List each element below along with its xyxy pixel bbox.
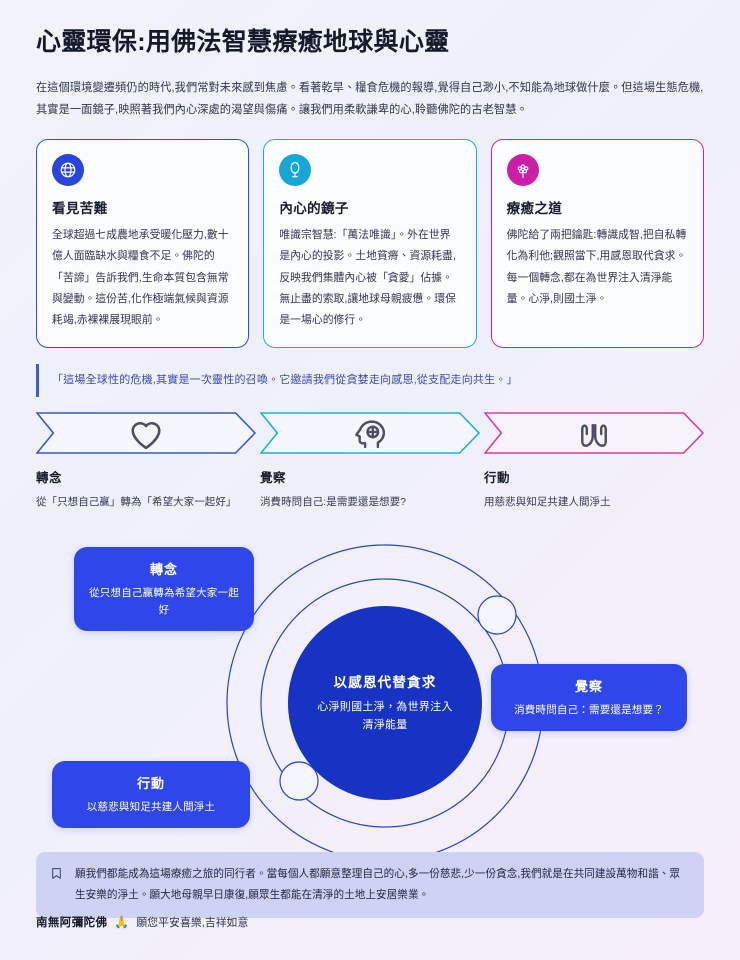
page-title: 心靈環保:用佛法智慧療癒地球與心靈	[36, 28, 450, 56]
node-title: 行動	[136, 775, 165, 791]
core-title: 以感恩代替貪求	[333, 674, 437, 690]
bookmark-icon	[50, 864, 63, 885]
closing-note: 願我們都能成為這場療癒之旅的同行者。當每個人都願意整理自己的心,多一份慈悲,少一…	[36, 852, 704, 919]
concept-card-inner-mirror[interactable]: 內心的鏡子 唯識宗智慧:「萬法唯識」。外在世界是內心的投影。土地貧瘠、資源耗盡,…	[263, 139, 477, 348]
node-title: 覺察	[574, 678, 603, 694]
step-transform[interactable]: 轉念 從「只想自己贏」轉為「希望大家一起好」	[36, 412, 256, 511]
diagram-core-node[interactable]: 以感恩代替貪求 心淨則國土淨，為世界注入清淨能量	[288, 605, 482, 800]
open-hands-icon	[484, 412, 704, 454]
closing-note-text: 願我們都能成為這場療癒之旅的同行者。當每個人都願意整理自己的心,多一份慈悲,少一…	[75, 868, 681, 901]
mirror-icon	[279, 154, 312, 187]
chevron-shape-action	[484, 412, 704, 454]
orbit-diagram: 以感恩代替貪求 心淨則國土淨，為世界注入清淨能量 轉念 從只想自己贏轉為希望大家…	[36, 539, 704, 869]
mind-head-icon	[260, 412, 480, 454]
step-chevron-list: 轉念 從「只想自己贏」轉為「希望大家一起好」 覺察 消費時問自己:是需要還是想要…	[36, 412, 704, 511]
signature: 南無阿彌陀佛 🙏 願您平安喜樂,吉祥如意	[36, 914, 248, 930]
praying-hands-icon: 🙏	[114, 915, 130, 929]
step-title: 轉念	[36, 470, 63, 485]
node-description: 從只想自己贏轉為希望大家一起好	[89, 586, 239, 616]
pull-quote: 「這場全球性的危機,其實是一次靈性的召喚。它邀請我們從貪婪走向感恩,從支配走向共…	[36, 363, 704, 397]
pull-quote-text: 「這場全球性的危機,其實是一次靈性的召喚。它邀請我們從貪婪走向感恩,從支配走向共…	[52, 373, 518, 386]
step-title: 覺察	[260, 470, 287, 485]
card-title: 看見苦難	[52, 201, 108, 217]
step-description: 從「只想自己贏」轉為「希望大家一起好」	[36, 495, 237, 508]
core-description: 心淨則國土淨，為世界注入清淨能量	[317, 700, 453, 731]
heart-icon	[36, 412, 256, 454]
card-body: 佛陀給了兩把鑰匙:轉識成智,把自私轉化為利他;觀照當下,用感恩取代貪求。每一個轉…	[506, 229, 687, 305]
step-action[interactable]: 行動 用慈悲與知足共建人間淨土	[484, 412, 704, 511]
step-title: 行動	[484, 470, 511, 485]
step-description: 消費時問自己:是需要還是想要?	[260, 495, 407, 508]
diagram-node-awareness[interactable]: 覺察 消費時問自己：需要還是想要？	[491, 663, 687, 731]
intro-paragraph: 在這個環境變遷頻仍的時代,我們常對未來感到焦慮。看著乾旱、糧食危機的報導,覺得自…	[36, 81, 704, 116]
card-title: 療癒之道	[506, 201, 563, 217]
concept-card-list: 看見苦難 全球超過七成農地承受暖化壓力,數十億人面臨缺水與糧食不足。佛陀的「苦諦…	[36, 139, 704, 348]
globe-icon	[52, 154, 84, 187]
lotus-icon	[506, 154, 539, 187]
card-body: 全球超過七成農地承受暖化壓力,數十億人面臨缺水與糧食不足。佛陀的「苦諦」告訴我們…	[52, 229, 229, 326]
card-title: 內心的鏡子	[279, 201, 349, 217]
node-title: 轉念	[149, 561, 178, 577]
chevron-shape-transform	[36, 412, 256, 454]
step-awareness[interactable]: 覺察 消費時問自己:是需要還是想要?	[260, 412, 480, 511]
node-description: 消費時問自己：需要還是想要？	[514, 703, 664, 716]
signature-name: 南無阿彌陀佛	[36, 917, 108, 929]
node-description: 以慈悲與知足共建人間淨土	[86, 800, 216, 813]
concept-card-suffering[interactable]: 看見苦難 全球超過七成農地承受暖化壓力,數十億人面臨缺水與糧食不足。佛陀的「苦諦…	[36, 139, 250, 348]
step-description: 用慈悲與知足共建人間淨土	[484, 495, 611, 508]
chevron-shape-awareness	[260, 412, 480, 454]
signature-wish: 願您平安喜樂,吉祥如意	[136, 917, 249, 929]
card-body: 唯識宗智慧:「萬法唯識」。外在世界是內心的投影。土地貧瘠、資源耗盡,反映我們集體…	[279, 229, 456, 326]
diagram-node-action[interactable]: 行動 以慈悲與知足共建人間淨土	[52, 760, 250, 828]
concept-card-healing-path[interactable]: 療癒之道 佛陀給了兩把鑰匙:轉識成智,把自私轉化為利他;觀照當下,用感恩取代貪求…	[490, 139, 704, 348]
diagram-node-transform[interactable]: 轉念 從只想自己贏轉為希望大家一起好	[74, 546, 254, 631]
